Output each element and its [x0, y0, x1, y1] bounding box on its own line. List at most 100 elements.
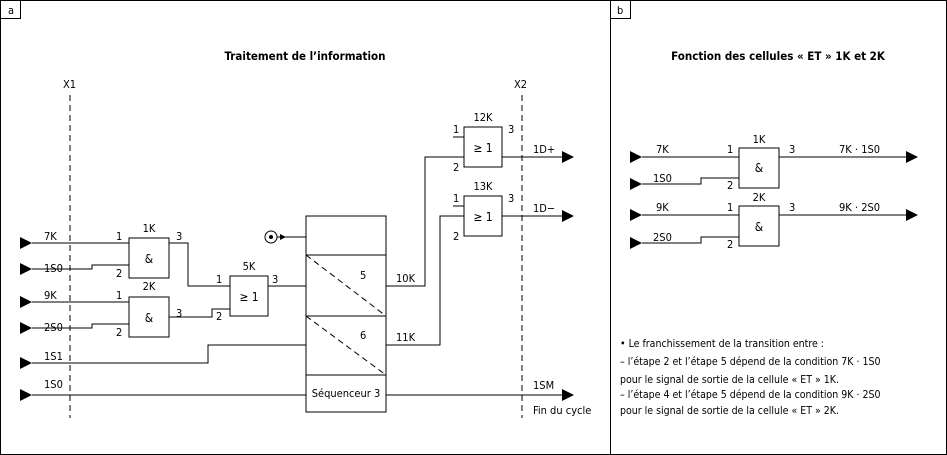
gate-2K: [128, 296, 170, 338]
end-cycle-label: Fin du cycle: [533, 404, 591, 417]
b-input-arrow-2S0: [630, 237, 642, 249]
b-gate-1K-pin3: 3: [789, 143, 795, 156]
wire-1S0: [32, 264, 129, 270]
b-input-arrow-9K: [630, 209, 642, 221]
wire-2K-to-5K: [169, 308, 230, 318]
wire-10K: [386, 156, 464, 287]
wire-2S0: [32, 323, 129, 329]
wire-11K: [386, 215, 464, 346]
input-arrow-9K: [20, 296, 32, 308]
out-11K-label: 11K: [396, 331, 416, 344]
note-line-5: pour le signal de sortie de la cellule «…: [620, 405, 839, 417]
seq-step5: 5: [360, 269, 366, 282]
gate-5K-pin1: 1: [216, 273, 222, 286]
panel-a-tag-box: [0, 0, 21, 19]
seq-step6: 6: [360, 329, 366, 342]
input-arrow-1S1: [20, 357, 32, 369]
gate-2K-pin3: 3: [176, 307, 182, 320]
panel-a-title: Traitement de l’information: [225, 49, 386, 63]
gate-13K-pin1: 1: [453, 192, 459, 205]
b-in-2S0: 2S0: [653, 231, 672, 244]
note-line-4: – l’étape 4 et l’étape 5 dépend de la co…: [620, 389, 880, 401]
input-arrow-7K: [20, 237, 32, 249]
b-gate-2K-pin2: 2: [727, 238, 733, 251]
gate-2K-symbol: &: [145, 311, 154, 325]
gate-5K-name: 5K: [243, 260, 256, 273]
x2-label: X2: [514, 78, 527, 91]
gate-1K-symbol: &: [145, 252, 154, 266]
gate-12K-pin2: 2: [453, 161, 459, 174]
b-input-arrow-7K: [630, 151, 642, 163]
b-gate-1K-pin1: 1: [727, 143, 733, 156]
b-gate-2K-pin1: 1: [727, 201, 733, 214]
b-out-arrow-2K: [906, 209, 918, 221]
gate-1K-name: 1K: [143, 222, 156, 235]
out-1SM-label: 1SM: [533, 379, 554, 392]
gate-1K: [128, 237, 170, 279]
gate-12K-symbol: ≥ 1: [473, 141, 492, 155]
b-gate-1K: [738, 147, 780, 189]
panel-b-tag-box: [610, 0, 631, 19]
note-line-1: • Le franchissement de la transition ent…: [620, 338, 824, 350]
gate-5K-symbol: ≥ 1: [239, 290, 258, 304]
note-line-2: – l’étape 2 et l’étape 5 dépend de la co…: [620, 356, 880, 368]
gate-1K-pin3: 3: [176, 230, 182, 243]
wire-1K-to-5K: [169, 242, 230, 287]
b-in-9K: 9K: [656, 201, 669, 214]
b-out-1K: 7K · 1S0: [839, 143, 880, 156]
out-10K-label: 10K: [396, 272, 416, 285]
out-arrow-1Dplus: [562, 151, 574, 163]
input-label-1S0-b: 1S0: [44, 378, 63, 391]
gate-13K-symbol: ≥ 1: [473, 210, 492, 224]
sequencer-block: [305, 215, 387, 413]
input-arrow-1S0-b: [20, 389, 32, 401]
panel-b-tag: b: [617, 4, 623, 17]
b-gate-2K-name: 2K: [753, 191, 766, 204]
b-gate-1K-pin2: 2: [727, 179, 733, 192]
b-out-arrow-1K: [906, 151, 918, 163]
b-input-arrow-1S0: [630, 178, 642, 190]
gate-1K-pin1: 1: [116, 230, 122, 243]
gate-2K-pin1: 1: [116, 289, 122, 302]
gate-5K-pin3: 3: [272, 273, 278, 286]
x1-label: X1: [63, 78, 76, 91]
b-gate-1K-symbol: &: [755, 161, 764, 175]
gate-2K-name: 2K: [143, 280, 156, 293]
b-gate-2K-pin3: 3: [789, 201, 795, 214]
input-label-1S1: 1S1: [44, 350, 63, 363]
b-out-2K: 9K · 2S0: [839, 201, 880, 214]
gate-5K: [229, 275, 269, 317]
out-arrow-1Dminus: [562, 210, 574, 222]
b-wire-2S0: [642, 236, 739, 244]
out-1Dplus-label: 1D+: [533, 143, 555, 156]
b-gate-1K-name: 1K: [753, 133, 766, 146]
wire-1S1: [32, 344, 306, 364]
out-arrow-1SM: [562, 389, 574, 401]
gate-13K-pin3: 3: [508, 192, 514, 205]
gate-2K-pin2: 2: [116, 326, 122, 339]
panel-b-title: Fonction des cellules « ET » 1K et 2K: [671, 49, 886, 63]
b-wire-1S0: [642, 177, 739, 185]
b-gate-2K: [738, 205, 780, 247]
seq-step6-diagonal: [305, 315, 387, 376]
panel-a-tag: a: [8, 4, 14, 17]
out-1Dminus-label: 1D−: [533, 202, 555, 215]
gate-12K: [463, 126, 503, 168]
init-symbol-inner: [269, 235, 273, 239]
gate-5K-pin2: 2: [216, 310, 222, 323]
gate-12K-name: 12K: [473, 111, 493, 124]
gate-1K-pin2: 2: [116, 267, 122, 280]
gate-12K-pin3: 3: [508, 123, 514, 136]
seq-label: Séquenceur 3: [312, 387, 381, 400]
init-arrow: [280, 234, 286, 240]
gate-12K-pin1: 1: [453, 123, 459, 136]
note-line-3: pour le signal de sortie de la cellule «…: [620, 374, 839, 386]
input-arrow-2S0: [20, 322, 32, 334]
gate-13K-name: 13K: [473, 180, 493, 193]
input-arrow-1S0: [20, 263, 32, 275]
b-in-7K: 7K: [656, 143, 669, 156]
b-in-1S0: 1S0: [653, 172, 672, 185]
input-label-7K: 7K: [44, 230, 57, 243]
input-label-9K: 9K: [44, 289, 57, 302]
